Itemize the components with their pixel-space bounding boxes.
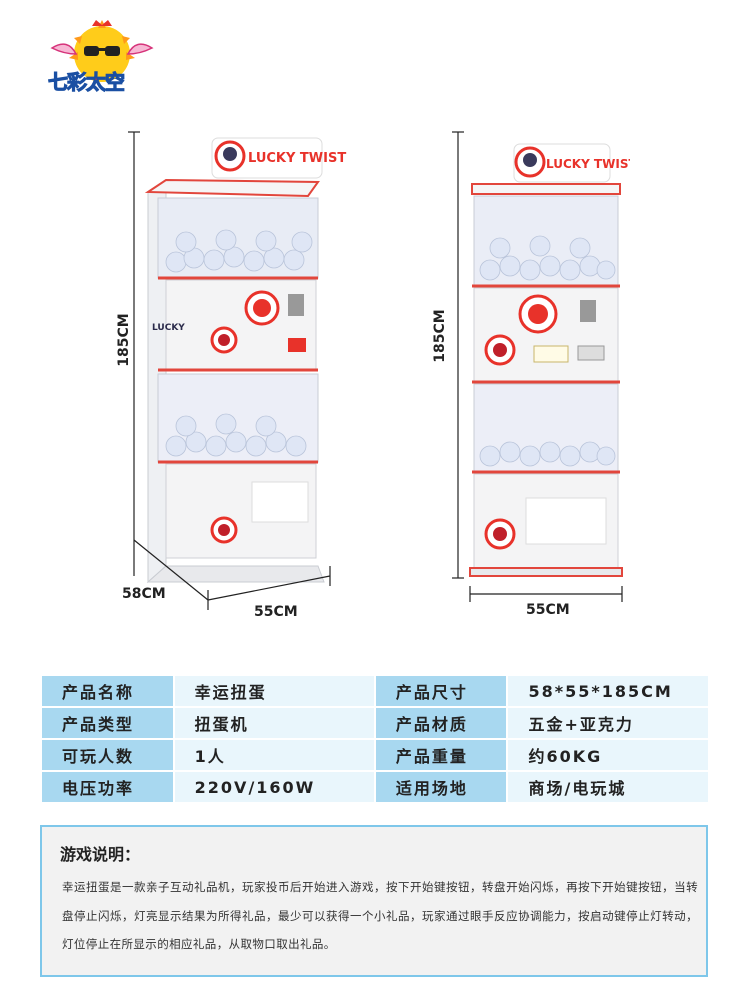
game-description-box: 游戏说明： 幸运扭蛋是一款亲子互动礼品机，玩家投币后开始进入游戏，按下开始键按钮…: [40, 825, 708, 977]
height-label-right: 185CM: [432, 309, 448, 363]
description-title: 游戏说明：: [60, 845, 141, 864]
table-row: 产品类型 扭蛋机 产品材质 五金+亚克力: [40, 706, 710, 740]
spec-label: 产品尺寸: [373, 674, 509, 708]
spec-label: 电压功率: [40, 770, 175, 804]
height-label-left: 185CM: [116, 313, 132, 367]
spec-table: 产品名称 幸运扭蛋 产品尺寸 58*55*185CM 产品类型 扭蛋机 产品材质…: [40, 674, 710, 804]
spec-value: 商场/电玩城: [506, 770, 710, 804]
brand-sign-text: LUCKY TWIST: [248, 151, 346, 166]
spec-value: 五金+亚克力: [506, 706, 710, 740]
spec-value: 220V/160W: [172, 770, 376, 804]
spec-value: 扭蛋机: [172, 706, 376, 740]
table-row: 产品名称 幸运扭蛋 产品尺寸 58*55*185CM: [40, 674, 710, 708]
spec-label: 适用场地: [373, 770, 509, 804]
spec-value: 幸运扭蛋: [172, 674, 376, 708]
brand-logo: [50, 20, 154, 82]
table-row: 电压功率 220V/160W 适用场地 商场/电玩城: [40, 770, 710, 804]
spec-value: 约60KG: [506, 738, 710, 772]
depth-label: 58CM: [122, 586, 166, 602]
width-label-right: 55CM: [526, 602, 570, 618]
machine-front-view: LUCKY TWIST: [469, 143, 630, 577]
dimension-lines-left: [128, 131, 623, 610]
spec-label: 产品类型: [40, 706, 175, 740]
spec-value: 58*55*185CM: [506, 674, 710, 708]
side-brand-text: LUCKY: [152, 323, 185, 333]
brand-sign-text: LUCKY TWIST: [546, 157, 630, 171]
spec-label: 产品材质: [373, 706, 509, 740]
description-body: 幸运扭蛋是一款亲子互动礼品机，玩家投币后开始进入游戏，按下开始键按钮，转盘开始闪…: [62, 880, 698, 951]
spec-label: 产品重量: [373, 738, 509, 772]
width-label-left: 55CM: [254, 604, 298, 620]
spec-label: 产品名称: [40, 674, 175, 708]
table-row: 可玩人数 1人 产品重量 约60KG: [40, 738, 710, 772]
spec-label: 可玩人数: [40, 738, 175, 772]
spec-value: 1人: [172, 738, 376, 772]
logo-text: 七彩太空: [48, 70, 126, 95]
